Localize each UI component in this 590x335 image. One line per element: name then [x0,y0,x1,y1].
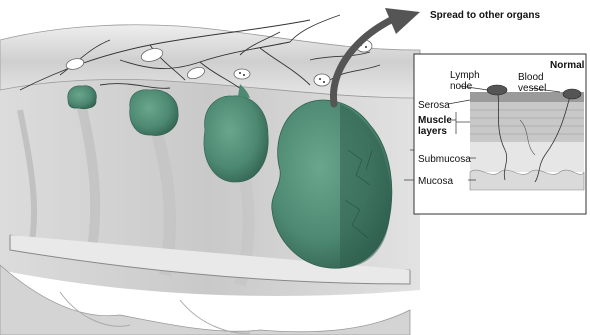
lymph-node-label: Lymph node [450,70,480,92]
tumor-stage-1 [68,86,97,109]
tumor-stage-2 [130,90,178,136]
normal-label: Normal [550,60,584,71]
blood-vessel-label: Blood vessel [518,72,552,94]
spread-label: Spread to other organs [430,10,540,21]
muscle-layers-label: Muscle layers [418,115,454,137]
serosa-label: Serosa [418,100,450,111]
mucosa-label: Mucosa [418,176,453,187]
submucosa-label: Submucosa [418,154,471,165]
